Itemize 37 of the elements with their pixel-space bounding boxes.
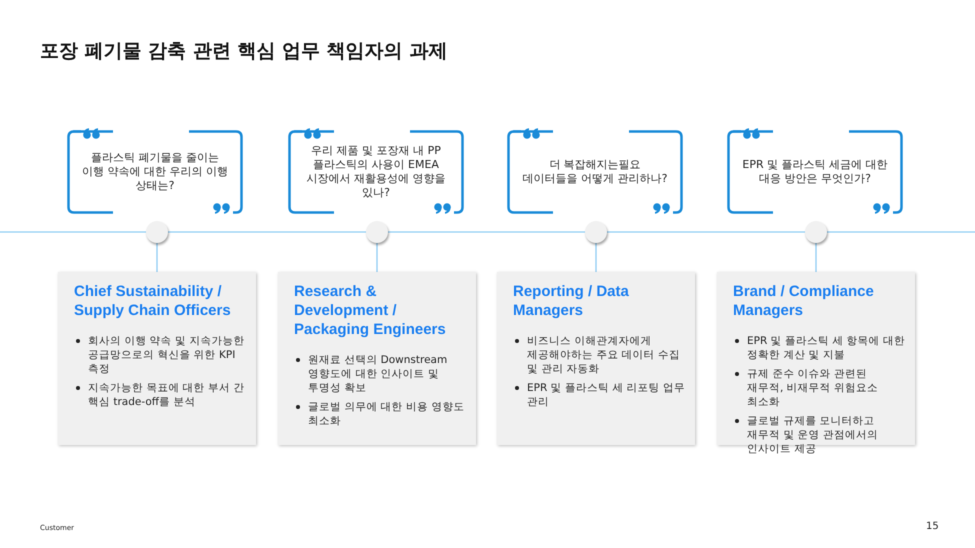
bullet-text: 회사의 이행 약속 및 지속가능한 공급망으로의 혁신을 위한 KPI 측정 bbox=[88, 334, 246, 376]
quote-bubble bbox=[67, 130, 243, 214]
timeline-marker bbox=[585, 221, 607, 243]
question-text: 플라스틱 폐기물을 줄이는 이행 약속에 대한 우리의 이행 상태는? bbox=[81, 151, 229, 193]
role-card bbox=[497, 272, 695, 445]
connector-line bbox=[607, 231, 805, 233]
question-text: EPR 및 플라스틱 세금에 대한 대응 방안은 무엇인가? bbox=[741, 158, 889, 186]
connector-line bbox=[595, 243, 597, 272]
quote-bubble bbox=[507, 130, 683, 214]
bullet-text: 글로벌 규제를 모니터하고 재무적 및 운영 관점에서의 인사이트 제공 bbox=[747, 414, 880, 456]
bullet-text: 규제 준수 이슈와 관련된 재무적, 비재무적 위험요소 최소화 bbox=[747, 367, 880, 409]
slide-title: 포장 폐기물 감축 관련 핵심 업무 책임자의 과제 bbox=[40, 39, 448, 64]
bullet-text: EPR 및 플라스틱 세 항목에 대한 정확한 계산 및 지불 bbox=[747, 334, 905, 362]
role-heading: Reporting / Data Managers bbox=[513, 282, 630, 320]
page-number: 15 bbox=[926, 521, 939, 532]
quote-bubble bbox=[288, 130, 464, 214]
connector-line bbox=[168, 231, 366, 233]
timeline-marker bbox=[146, 221, 168, 243]
connector-line bbox=[156, 243, 158, 272]
role-heading: Chief Sustainability / Supply Chain Officers bbox=[74, 282, 232, 320]
role-heading: Research & Development / Packaging Engineers bbox=[294, 282, 447, 339]
role-card bbox=[58, 272, 256, 445]
quote-bubble bbox=[727, 130, 903, 214]
bullet-text: 글로벌 의무에 대한 비용 영향도 최소화 bbox=[308, 400, 466, 428]
role-heading: Brand / Compliance Managers bbox=[733, 282, 875, 320]
timeline-marker bbox=[366, 221, 388, 243]
question-text: 더 복잡해지는필요 데이터들을 어떻게 관리하나? bbox=[522, 158, 668, 186]
bullet-text: 비즈니스 이해관계자에게 제공해야하는 주요 데이터 수집 및 관리 자동화 bbox=[527, 334, 682, 376]
connector-line bbox=[388, 231, 585, 233]
timeline-marker bbox=[805, 221, 827, 243]
bullet-text: EPR 및 플라스틱 세 리포팅 업무 관리 bbox=[527, 381, 685, 409]
connector-line bbox=[815, 243, 817, 272]
connector-line bbox=[376, 243, 378, 272]
question-text: 우리 제품 및 포장재 내 PP 플라스틱의 사용이 EMEA 시장에서 재활용성에 영향을 있나? bbox=[306, 144, 446, 200]
bullet-text: 원재료 선택의 Downstream 영향도에 대한 인사이트 및 투명성 확보 bbox=[308, 353, 448, 395]
role-card bbox=[278, 272, 476, 445]
bullet-text: 지속가능한 목표에 대한 부서 간 핵심 trade-off를 분석 bbox=[88, 381, 246, 409]
